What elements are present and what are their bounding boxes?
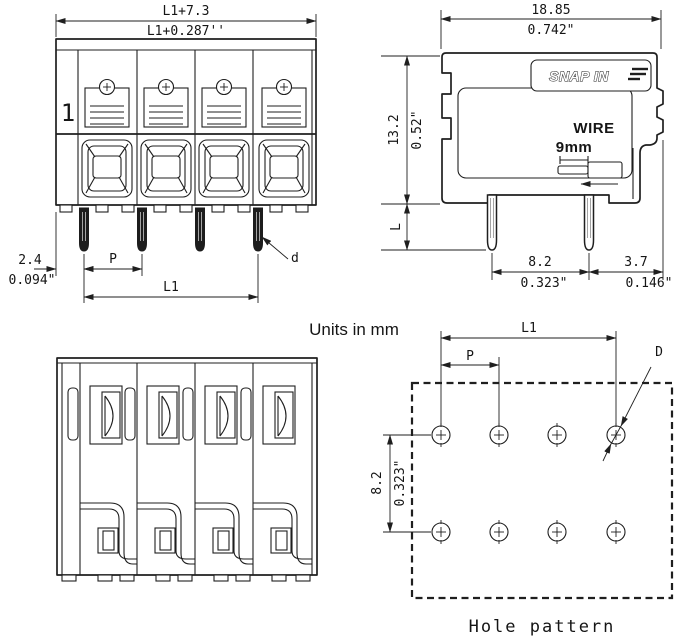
clamp-funnel-3	[198, 139, 250, 198]
wire-opening	[269, 155, 299, 179]
rear-step-4	[253, 502, 312, 565]
wire-conductor	[557, 165, 589, 175]
drill-hole	[489, 520, 509, 544]
height-mm-label: 13.2	[387, 114, 402, 145]
drill-hole	[431, 423, 451, 447]
side-bottom-dimensions: 8.2 0.323" 3.7 0.146"	[491, 140, 673, 291]
slot-window	[216, 391, 236, 439]
hole-diameter-label: D	[655, 345, 663, 360]
pcb-outline-dashed	[410, 381, 674, 600]
clamp-funnel-2	[140, 139, 192, 198]
wire-opening	[209, 155, 239, 179]
wire-label: WIRE	[573, 120, 614, 137]
side-slot	[67, 387, 79, 441]
side-depth-dimension: 18.85 0.742"	[440, 3, 662, 49]
rear-slot-3	[182, 385, 238, 445]
drill-hole	[606, 423, 626, 447]
pin-length-label: L	[389, 223, 404, 231]
clamp-funnel-4	[258, 139, 310, 198]
height-inch-label: 0.52"	[410, 110, 425, 149]
span-label: L1	[521, 321, 537, 336]
drill-hole	[547, 520, 567, 544]
rear-offset-mm-label: 3.7	[624, 255, 647, 270]
edge-offset-mm-label: 2.4	[18, 253, 42, 268]
side-view: 18.85 0.742" SNAP IN WIRE 9mm	[381, 3, 672, 291]
drill-hole	[431, 520, 451, 544]
edge-offset-inch-label: 0.094"	[9, 273, 56, 288]
snap-in-panel: SNAP IN	[530, 59, 652, 92]
row-spacing-dimension: 8.2 0.323"	[370, 434, 431, 533]
pitch-dimension: P	[440, 349, 500, 425]
drill-hole	[547, 423, 567, 447]
rear-slot-4	[240, 385, 296, 445]
depth-inch-label: 0.742"	[528, 23, 575, 38]
span-label: L1	[163, 280, 179, 295]
pin-diameter-label: d	[291, 251, 299, 266]
rear-slot-1	[67, 385, 123, 445]
clamp-funnel-1	[81, 139, 133, 198]
side-slot	[182, 387, 194, 441]
hole-row-bottom	[431, 520, 626, 544]
screw-unit-1	[84, 78, 130, 128]
solder-pin	[253, 207, 263, 252]
front-width-mm-label: L1+7.3	[163, 4, 210, 19]
side-pins	[486, 194, 595, 251]
wire-strip-length-label: 9mm	[556, 139, 593, 156]
hole-row-top	[431, 423, 626, 447]
solder-pin	[79, 207, 89, 252]
pin-spacing-mm-label: 8.2	[528, 255, 551, 270]
rear-offset-inch-label: 0.146"	[626, 276, 673, 291]
front-pins	[79, 207, 263, 252]
wire-entry-graphic: WIRE 9mm	[556, 120, 623, 187]
diameter-leader-upper	[620, 366, 652, 427]
wire-opening	[92, 155, 122, 179]
solder-pin	[195, 207, 205, 252]
rear-slot-2	[124, 385, 180, 445]
slot-window	[101, 391, 121, 439]
solder-pin	[137, 207, 147, 252]
pole-number-label: 1	[61, 99, 75, 127]
slot-window	[274, 391, 294, 439]
solder-pin	[486, 194, 498, 251]
snap-in-logo-text: SNAP IN	[549, 68, 609, 84]
screw-unit-3	[201, 78, 247, 128]
rear-view	[56, 357, 318, 582]
screw-unit-4	[261, 78, 307, 128]
rear-step-3	[195, 502, 253, 565]
front-bottom-dimensions: 2.4 0.094" P L1 d	[9, 212, 299, 303]
side-body-outline	[441, 52, 664, 204]
pitch-label: P	[466, 349, 474, 364]
side-slot	[240, 387, 252, 441]
wire-opening	[151, 155, 181, 179]
rear-step-1	[80, 502, 137, 565]
side-slot	[124, 387, 136, 441]
front-view: L1+7.3 L1+0.287'' 1	[9, 4, 317, 303]
hole-pattern-caption: Hole pattern	[469, 617, 616, 637]
pin-spacing-inch-label: 0.323"	[521, 276, 568, 291]
diameter-leader-lower	[602, 443, 612, 462]
rear-step-2	[137, 502, 195, 565]
drill-hole	[489, 423, 509, 447]
front-width-inch-label: L1+0.287''	[147, 24, 225, 39]
screw-unit-2	[143, 78, 189, 128]
slot-window	[158, 391, 178, 439]
units-note: Units in mm	[309, 320, 399, 339]
pitch-label: P	[109, 252, 117, 267]
hole-pattern: L1 P D 8.2 0.323"	[370, 321, 674, 637]
row-spacing-mm-label: 8.2	[370, 471, 385, 494]
front-width-dimension: L1+7.3 L1+0.287''	[55, 4, 317, 39]
logo-panel	[530, 59, 652, 92]
depth-mm-label: 18.85	[531, 3, 570, 18]
side-height-dimension: 13.2 0.52" L	[381, 55, 486, 251]
span-dimension: L1	[440, 321, 617, 425]
row-spacing-inch-label: 0.323"	[393, 460, 408, 507]
front-feet	[59, 204, 309, 213]
wire-insulation	[587, 161, 623, 179]
pin-diameter-leader	[261, 236, 289, 260]
solder-pin	[583, 194, 595, 251]
rear-feet	[61, 574, 311, 582]
drill-hole	[606, 520, 626, 544]
